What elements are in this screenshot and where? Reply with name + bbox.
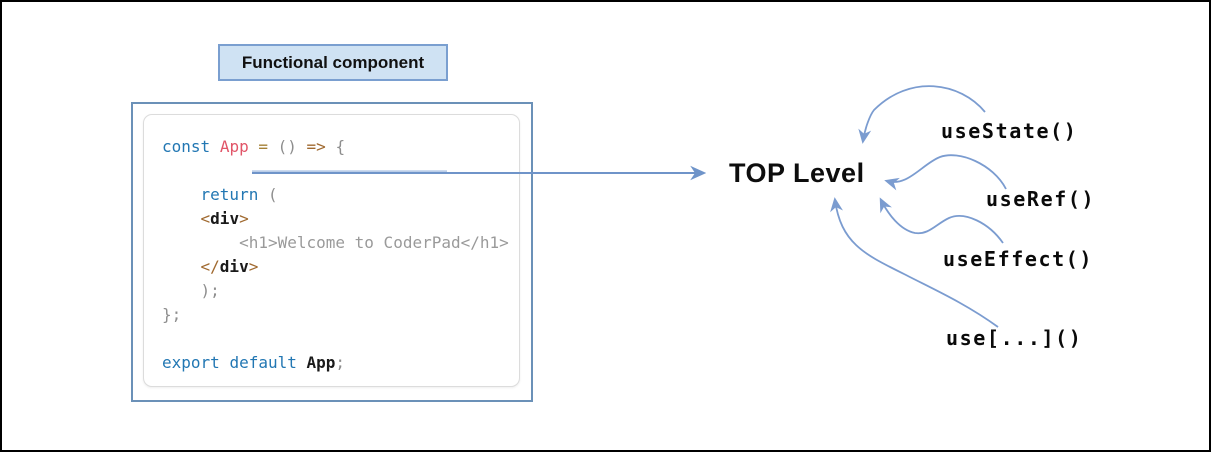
hook-label-usestate: useState() [941, 119, 1078, 143]
code-line [162, 327, 519, 351]
code-line: }; [162, 305, 182, 324]
code-line: </div> [200, 257, 259, 276]
arrow-useref-to-top-level [884, 154, 1007, 191]
top-level-heading: TOP Level [729, 158, 865, 188]
code-line [162, 159, 519, 183]
code-line: <h1>Welcome to CoderPad</h1> [239, 233, 509, 252]
functional-component-label-text: Functional component [241, 52, 425, 72]
functional-component-label: Functional component [218, 44, 448, 81]
hook-label-useref: useRef() [986, 187, 1096, 211]
code-line: return ( [200, 185, 278, 204]
code-line: const App = () => { [162, 137, 346, 156]
code-line: ); [200, 281, 220, 300]
hook-label-use-generic: use[...]() [946, 326, 1083, 350]
code-block-card: const App = () => { return ( <div> <h1>W… [143, 114, 520, 387]
code-line: <div> [200, 209, 249, 228]
code-line: export default App; [162, 353, 346, 372]
hook-label-useeffect: useEffect() [943, 247, 1094, 271]
arrow-useeffect-to-top-level [879, 197, 1004, 244]
code-lines: const App = () => { return ( <div> <h1>W… [162, 135, 519, 375]
